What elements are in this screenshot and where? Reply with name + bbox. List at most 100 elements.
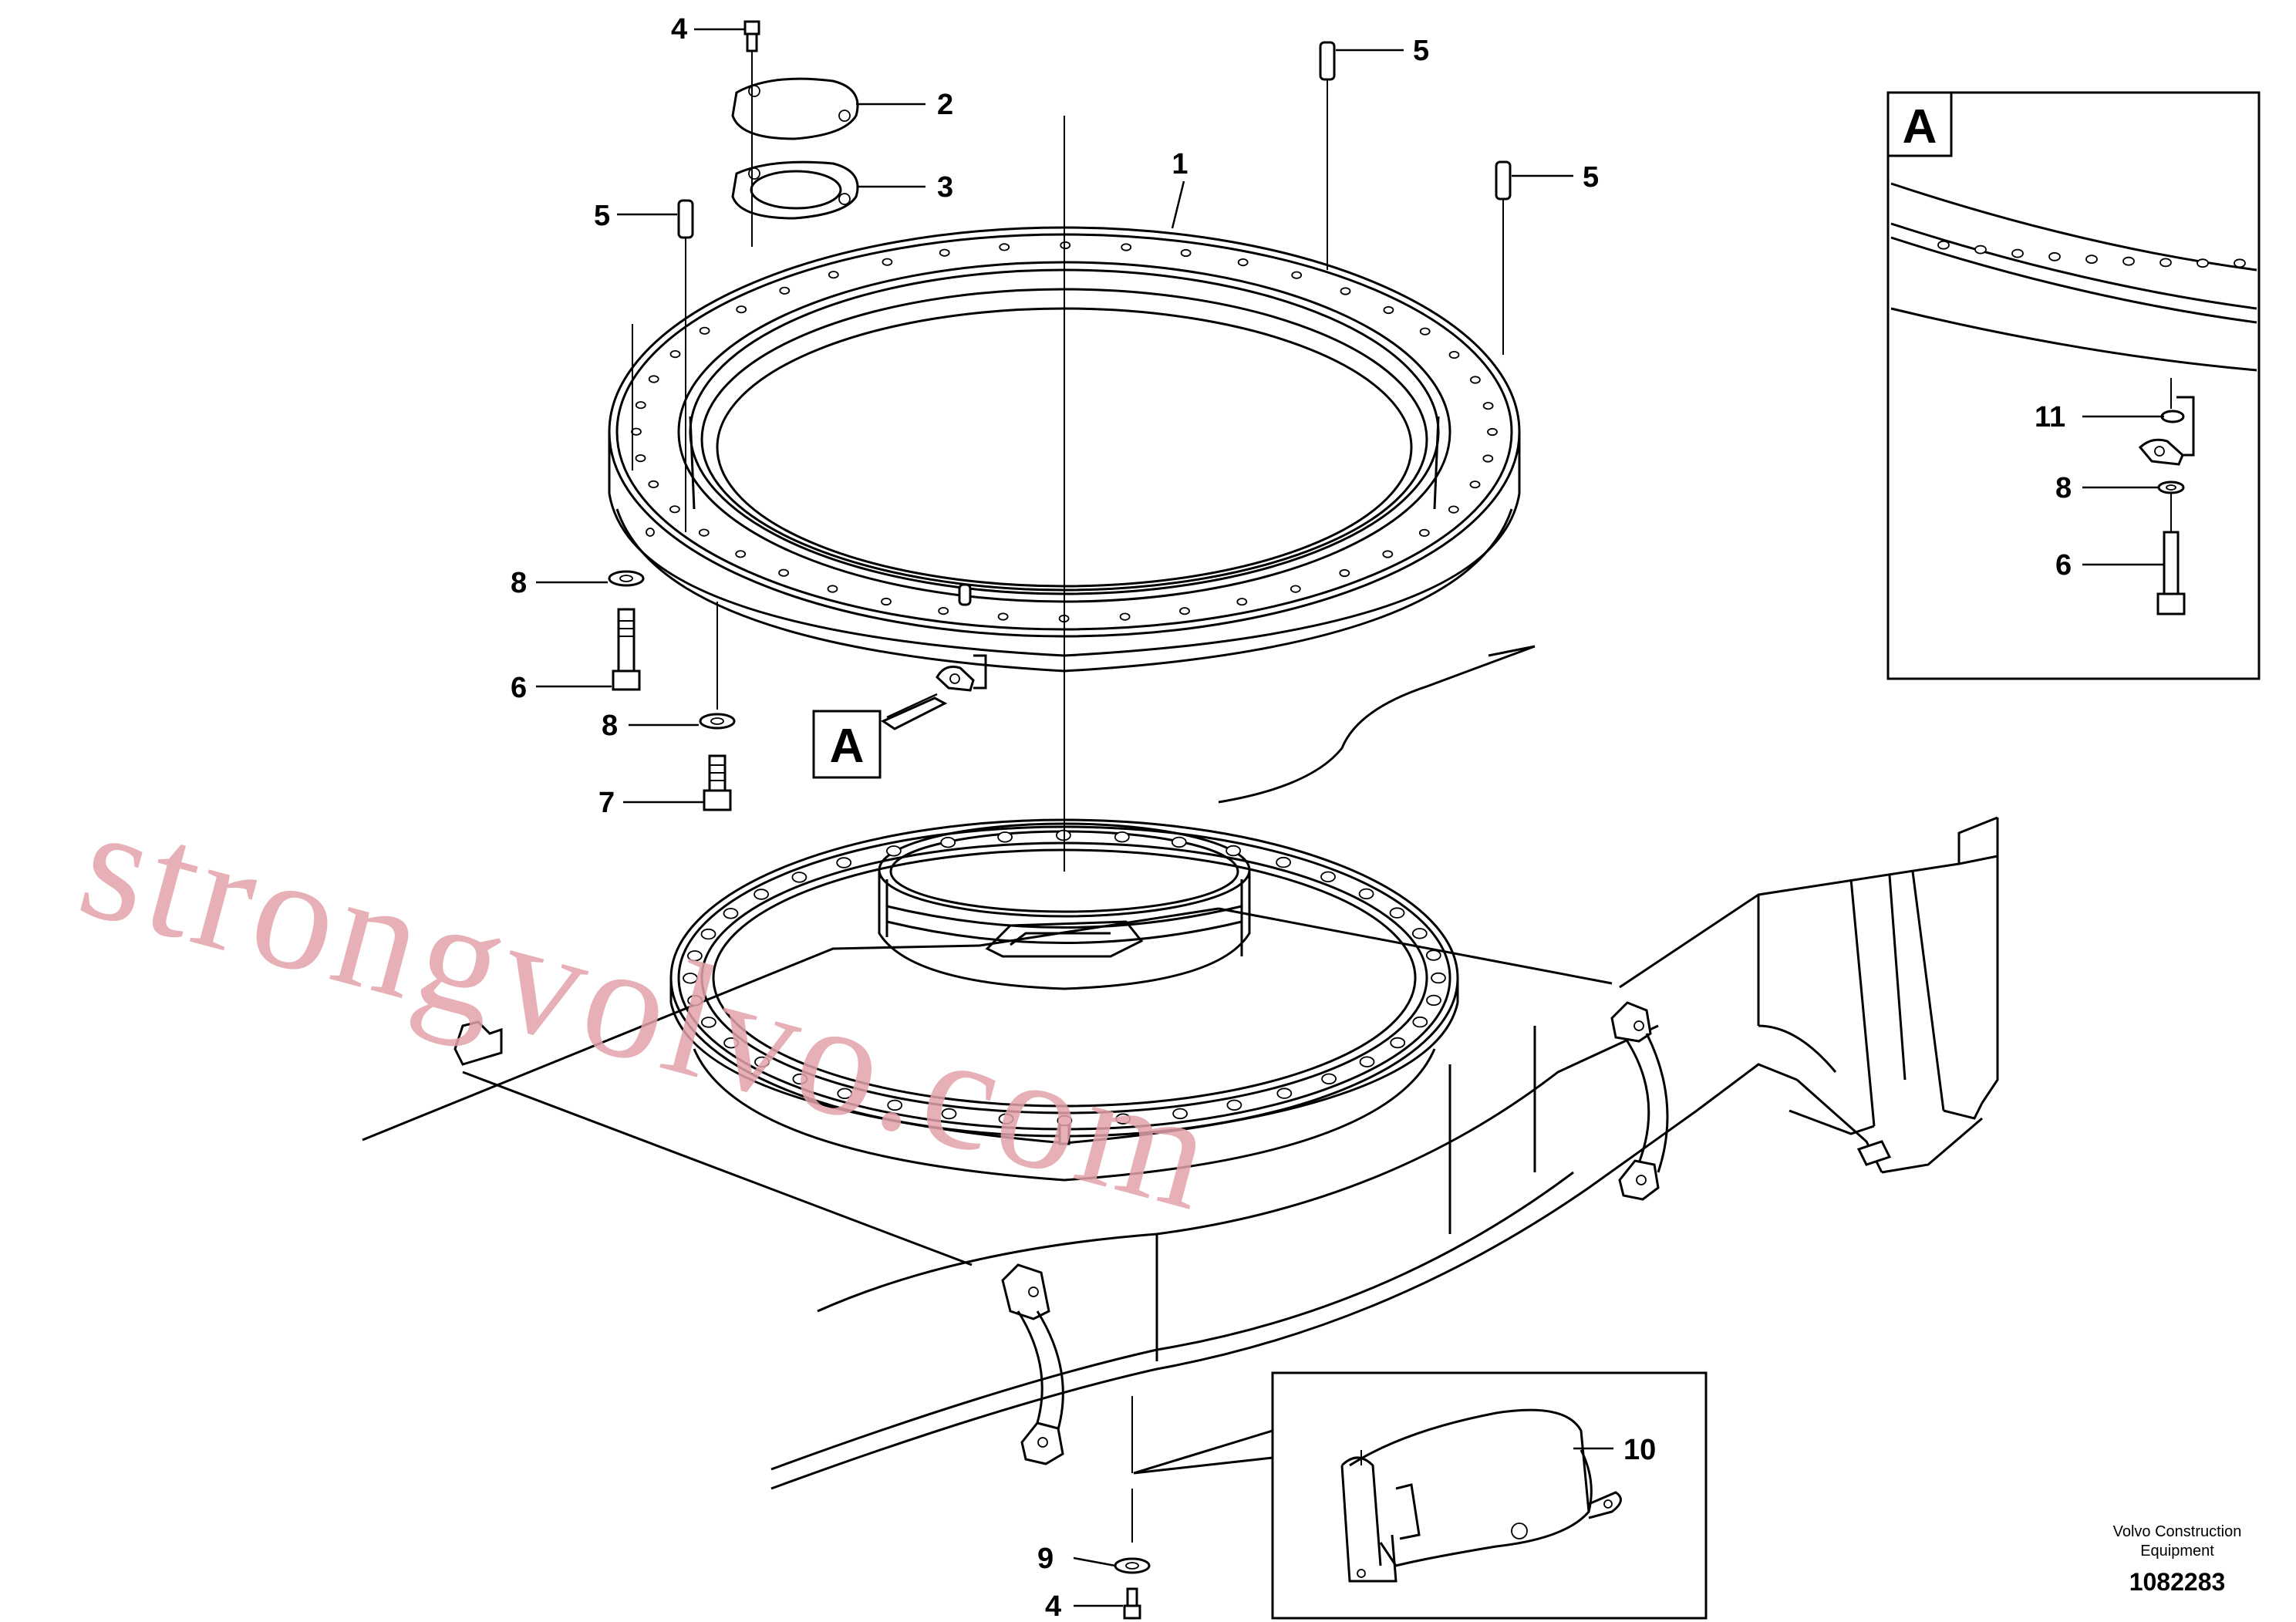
- bolt-hole: [701, 1017, 716, 1028]
- pin-part-5-mid: [1319, 41, 1336, 270]
- bolt-hole: [1060, 241, 1071, 250]
- bolt-hole: [2197, 258, 2209, 268]
- bolt-hole: [648, 480, 659, 489]
- bolt-hole: [669, 349, 681, 359]
- bolt-part-7: [703, 754, 732, 811]
- bolt-hole: [1419, 327, 1431, 336]
- bolt-hole: [886, 845, 902, 857]
- bolt-hole: [754, 889, 769, 900]
- bolt-hole: [2011, 248, 2024, 258]
- bolt-part-6: [612, 608, 641, 691]
- bolt-hole: [1359, 1056, 1375, 1067]
- bolt-hole: [1276, 856, 1291, 868]
- credit-line-1: Volvo Construction: [2113, 1523, 2242, 1540]
- pin-part-5-left: [677, 199, 694, 532]
- bolt-hole: [1276, 1088, 1293, 1099]
- upper-ring-bolt-holes: [631, 241, 1498, 623]
- bolt-hole: [1321, 1073, 1337, 1085]
- washer-part-8-lower: [699, 713, 736, 730]
- bolt-hole: [1487, 427, 1498, 437]
- screw-part-4-bottom: [1123, 1587, 1141, 1620]
- bolt-hole: [837, 1088, 853, 1100]
- bolt-hole: [1172, 1108, 1188, 1120]
- view-a-marker: A: [812, 693, 948, 779]
- detail-view-cover-10: [1133, 1371, 1708, 1620]
- callout-leaders: [536, 28, 2164, 1607]
- bolt-hole: [1448, 350, 1460, 359]
- washer-part-9: [1114, 1557, 1151, 1574]
- bolt-hole: [941, 1108, 957, 1120]
- bolt-hole: [1418, 528, 1430, 538]
- bolt-hole: [1121, 243, 1132, 251]
- bolt-hole: [779, 286, 791, 295]
- view-a-marker-letter: A: [830, 720, 865, 773]
- bolt-hole: [1236, 598, 1248, 606]
- bolt-hole: [1320, 871, 1336, 883]
- callout-8-upper: 8: [511, 567, 527, 599]
- bolt-hole: [1056, 829, 1071, 841]
- bolt-hole: [1448, 505, 1459, 514]
- callout-numbers: 1 2 3 4 4 5 5 5 6 6 7 8 8 8 9 10 11: [511, 13, 2072, 1622]
- title-block: Volvo Construction Equipment 1082283: [2113, 1523, 2242, 1596]
- bolt-hole: [1358, 888, 1374, 900]
- bolt-hole: [1290, 585, 1301, 593]
- callout-7: 7: [598, 787, 615, 819]
- bolt-hole: [1389, 907, 1405, 919]
- bolt-hole: [687, 950, 703, 962]
- callout-8-lower: 8: [602, 710, 618, 742]
- detail-ring-bolt-holes: [1937, 240, 2246, 268]
- bolt-hole: [736, 305, 747, 314]
- bolt-hole: [827, 585, 838, 593]
- callout-2: 2: [937, 89, 953, 121]
- bolt-hole: [828, 271, 839, 279]
- callout-6-main: 6: [511, 672, 527, 704]
- bolt-hole: [1339, 568, 1350, 578]
- bolt-hole: [997, 612, 1009, 621]
- callout-1: 1: [1172, 148, 1188, 180]
- bolt-hole: [2234, 258, 2246, 268]
- bolt-hole: [1390, 1037, 1406, 1049]
- bolt-hole: [1057, 1114, 1073, 1127]
- bolt-hole: [1114, 831, 1130, 843]
- bolt-hole: [881, 597, 892, 606]
- washer-part-8-upper: [608, 570, 645, 587]
- bolt-hole: [635, 454, 646, 463]
- bolt-hole: [754, 1056, 770, 1068]
- bolt-hole: [1226, 1099, 1242, 1111]
- bolt-hole: [1171, 836, 1187, 848]
- bolt-hole: [836, 857, 852, 868]
- bolt-hole: [648, 375, 659, 383]
- bolt-hole: [939, 248, 950, 257]
- callout-10: 10: [1623, 1434, 1656, 1466]
- bolt-hole: [1426, 994, 1441, 1007]
- bolt-hole: [700, 928, 716, 940]
- bolt-hole: [998, 1113, 1014, 1125]
- callout-6-detail: 6: [2055, 549, 2072, 582]
- bolt-hole: [1431, 972, 1446, 984]
- drawing-number: 1082283: [2129, 1568, 2226, 1596]
- bolt-hole: [669, 505, 680, 514]
- callout-5-left: 5: [594, 200, 610, 232]
- bolt-hole: [683, 973, 698, 984]
- bolt-hole: [1469, 481, 1481, 489]
- credit-line-2: Equipment: [2140, 1543, 2214, 1560]
- bolt-hole: [1974, 244, 1987, 255]
- bolt-hole: [1115, 1113, 1131, 1125]
- bolt-hole: [999, 243, 1010, 251]
- bolt-hole: [1425, 949, 1441, 961]
- bolt-hole: [635, 401, 646, 410]
- bolt-hole: [1482, 454, 1494, 463]
- upper-frame-structure: [362, 645, 1999, 1490]
- callout-4-top: 4: [671, 13, 687, 46]
- bolt-hole: [1382, 550, 1394, 558]
- bolt-hole: [1470, 376, 1481, 384]
- bolt-hole: [1482, 402, 1494, 410]
- cover-plate-part-2: [731, 77, 859, 140]
- bolt-hole: [938, 606, 949, 615]
- bolt-hole: [1383, 305, 1394, 315]
- screw-part-4-top: [743, 20, 760, 52]
- callout-9: 9: [1037, 1543, 1054, 1575]
- bolt-hole: [723, 1037, 739, 1049]
- bolt-hole: [1291, 271, 1303, 279]
- bolt-hole: [1937, 240, 1950, 250]
